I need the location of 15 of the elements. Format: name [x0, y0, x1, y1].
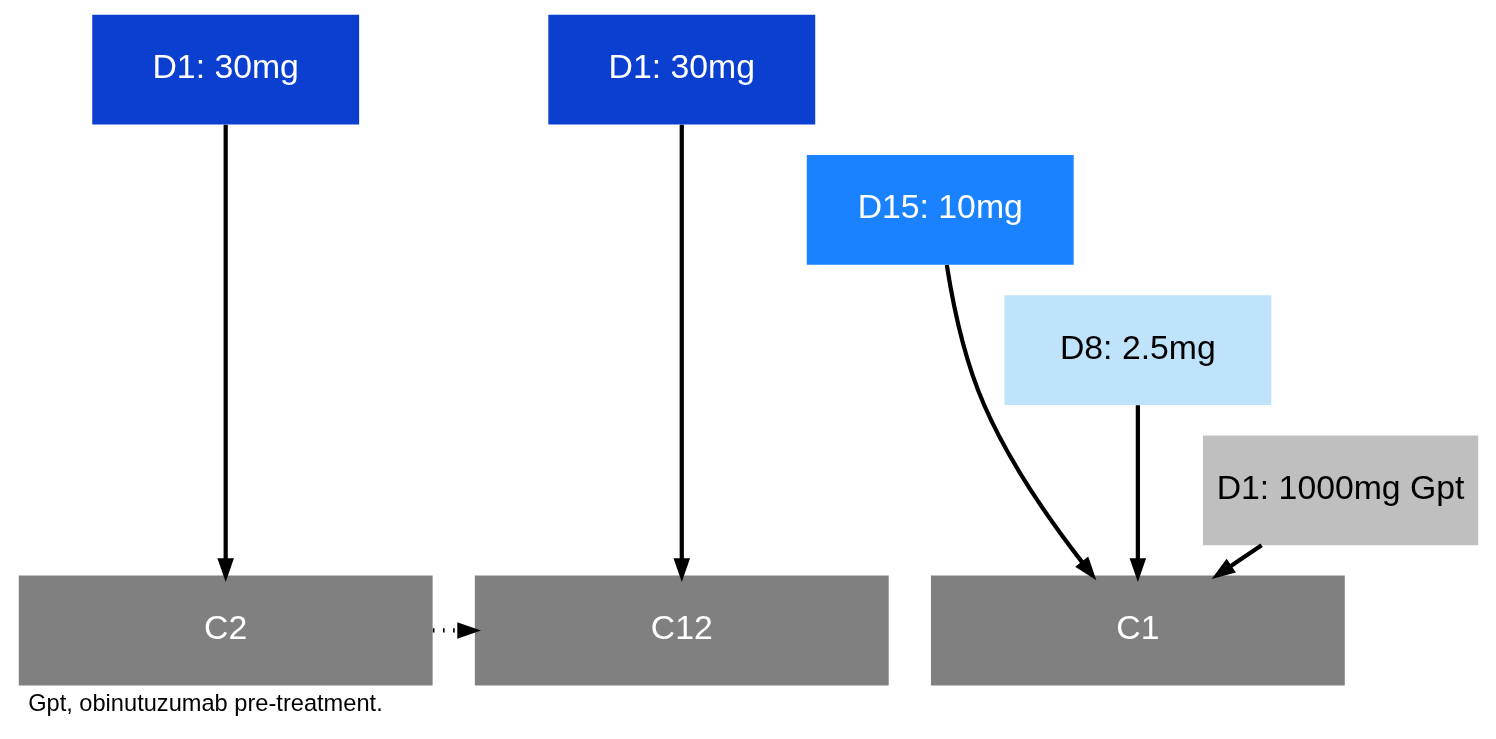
arrow [432, 622, 481, 639]
arrow [672, 124, 690, 582]
node-box: C2 [18, 575, 433, 686]
node-box: C12 [474, 575, 889, 686]
node-box: D15: 10mg [806, 154, 1074, 265]
node-box: D1: 1000mg Gpt [1202, 435, 1478, 546]
arrow [216, 124, 234, 582]
node-box: D1: 30mg [547, 14, 815, 125]
node-box: D1: 30mg [91, 14, 359, 125]
node-box: D8: 2.5mg [1003, 295, 1271, 405]
arrow [1211, 543, 1263, 579]
caption: Gpt, obinutuzumab pre-treatment. [27, 690, 383, 717]
arrow [944, 264, 1096, 581]
arrow [1129, 405, 1146, 582]
node-box: C1 [930, 575, 1345, 686]
